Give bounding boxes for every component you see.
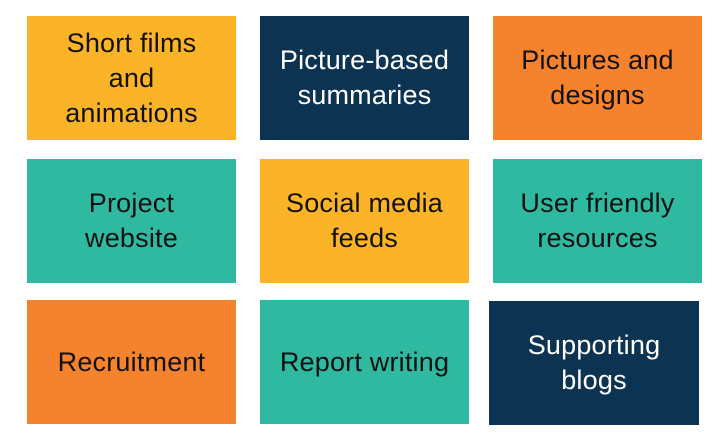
tile-social-media-feeds: Social media feeds bbox=[260, 159, 469, 283]
tile-report-writing: Report writing bbox=[260, 300, 469, 424]
tile-recruitment: Recruitment bbox=[27, 300, 236, 424]
tile-label: Recruitment bbox=[57, 346, 206, 377]
tile-user-friendly-resources: User friendly resources bbox=[493, 159, 702, 283]
tile-label: Pictures and designs bbox=[521, 45, 674, 110]
tile-label: Report writing bbox=[279, 346, 450, 377]
tile-short-films-and-animations: Short films and animations bbox=[27, 16, 236, 140]
tile-label: Supporting blogs bbox=[527, 330, 661, 395]
tile-label: Social media feeds bbox=[286, 188, 443, 253]
tile-label: User friendly resources bbox=[520, 188, 675, 253]
tile-label: Picture-based summaries bbox=[279, 45, 450, 110]
tile-label: Project website bbox=[85, 188, 178, 253]
tile-label: Short films and animations bbox=[65, 27, 198, 128]
tile-supporting-blogs: Supporting blogs bbox=[489, 301, 699, 425]
tile-project-website: Project website bbox=[27, 159, 236, 283]
tile-pictures-and-designs: Pictures and designs bbox=[493, 16, 702, 140]
tile-picture-based-summaries: Picture-based summaries bbox=[260, 16, 469, 140]
